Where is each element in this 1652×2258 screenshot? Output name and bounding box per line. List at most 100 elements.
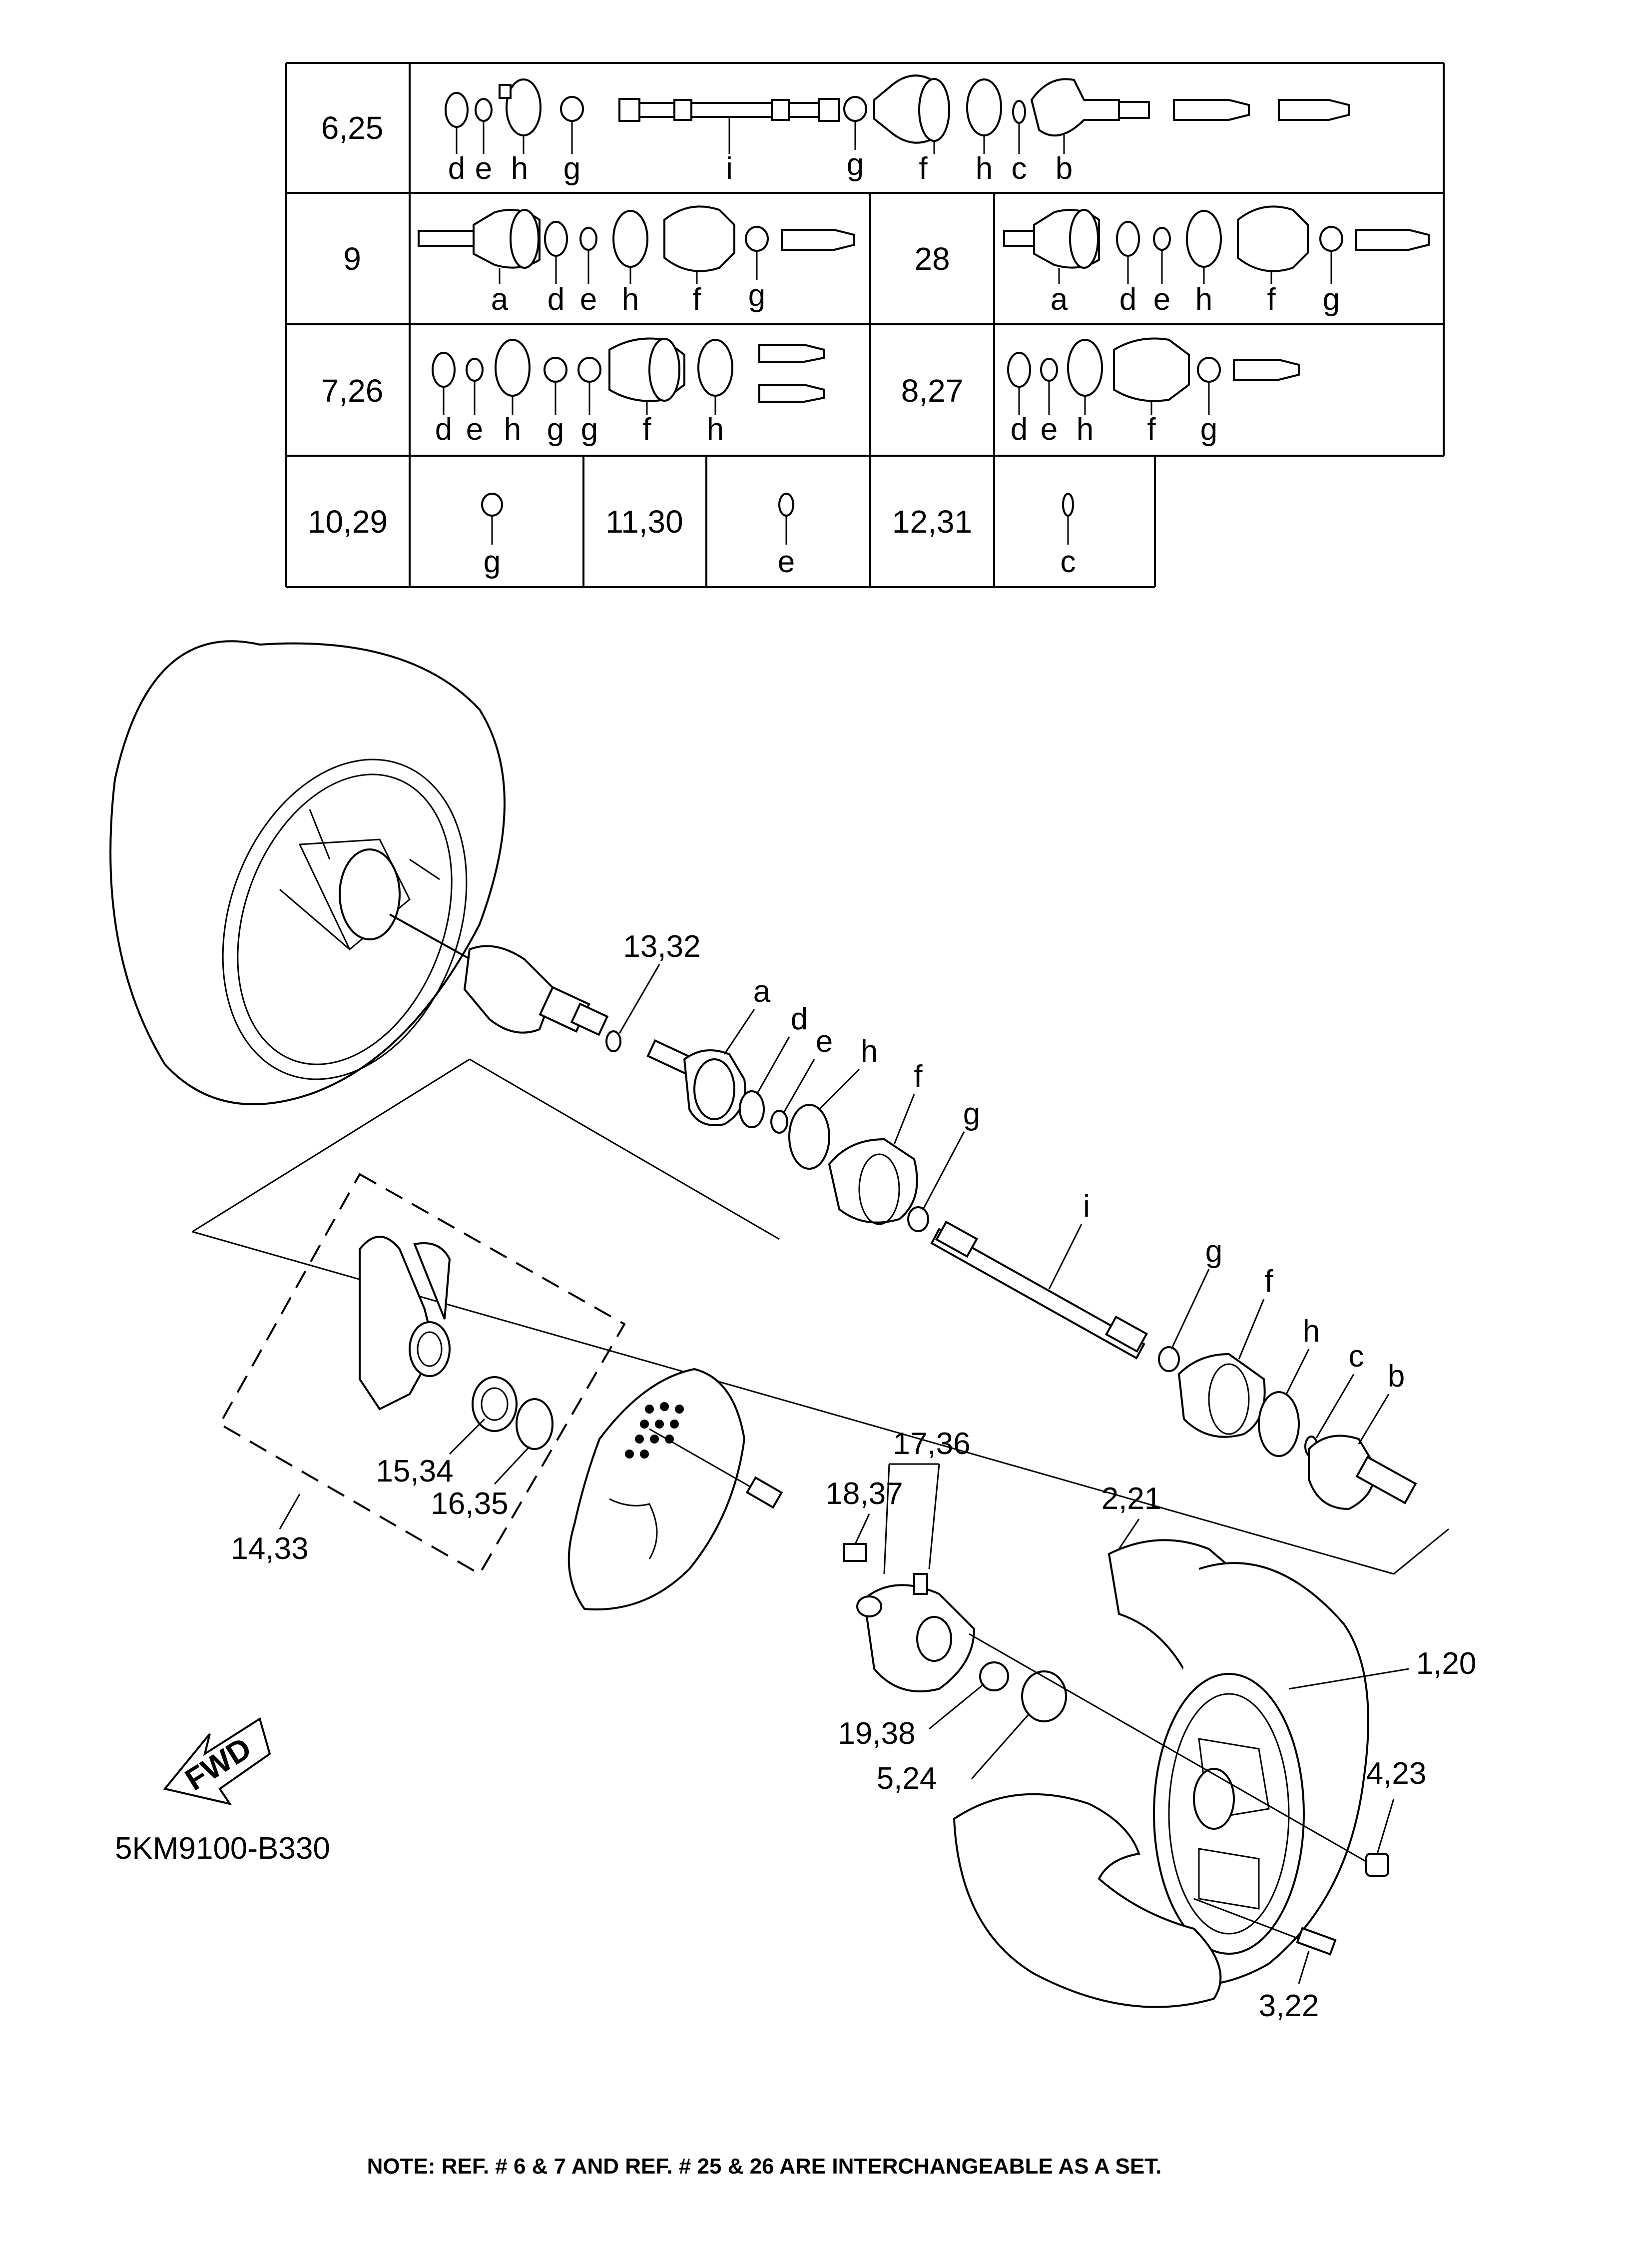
circlip-e [770,1110,788,1134]
row6-letter: g [484,545,501,579]
callout-3-22: 3,22 [1259,1989,1319,2023]
row-8-27-parts [1007,337,1300,402]
row-8-27-letters: d e h f g [1011,381,1217,447]
row5-letter: d [1011,412,1028,447]
row3-letter: e [1153,282,1170,317]
inner-cv-joint-a [646,1039,746,1126]
ring-d [739,1090,765,1128]
row3-letter: a [1051,282,1068,317]
table-ref-12-31: 12,31 [892,504,972,540]
outer-cv-joint-b [1308,1435,1417,1510]
row2-letter: g [748,278,765,313]
table-ref-7-26: 7,26 [321,373,384,409]
row-28-letters: a d e h f g [1051,250,1340,317]
row7-letter: e [778,545,795,579]
table-ref-8-27: 8,27 [901,373,964,409]
band-g-outer [1158,1346,1180,1372]
table-ref-9: 9 [343,241,361,277]
callout-g: g [963,1097,980,1131]
drive-shaft-i [930,1220,1148,1360]
row2-letter: e [580,282,597,317]
row1-letter: i [726,151,733,186]
brake-disc [567,1368,783,1610]
row4-letter: g [581,412,598,447]
table-ref-28: 28 [914,241,950,277]
callout-1-20: 1,20 [1416,1646,1477,1681]
diagram-code: 5KM9100-B330 [115,1831,330,1866]
row1-letter: h [976,151,993,186]
parts-kit-table: 6,25 9 28 7,26 8,27 10,29 11,30 12,31 [285,62,1445,588]
row1-letter: d [448,151,465,186]
row5-letter: h [1077,412,1094,447]
row1-letter: e [475,151,492,186]
callout-16-35: 16,35 [431,1487,508,1521]
row1-letter: c [1012,151,1027,186]
row-7-26-parts [432,337,825,403]
row4-letter: h [504,412,521,447]
fwd-arrow-icon: FWD [163,1717,271,1806]
callout-4-23: 4,23 [1366,1756,1427,1791]
table-ref-6-25: 6,25 [321,110,384,146]
row5-letter: f [1147,412,1156,447]
interchangeable-note: NOTE: REF. # 6 & 7 AND REF. # 25 & 26 AR… [367,2154,1162,2179]
row1-letter: b [1056,151,1073,186]
callout-f: f [914,1059,923,1094]
rear-wheel-assembly-right [953,1539,1369,2008]
callout-5-24: 5,24 [877,1761,937,1796]
row-9-letters: a d e h f g [491,250,765,317]
knuckle-assembly-box [218,1173,626,1575]
callout-17-36: 17,36 [893,1427,970,1461]
row-6-25-letters: d e h g i g f h c b [448,117,1073,186]
valve-stem-3-22 [1193,1898,1337,1956]
row4-letter: f [642,412,651,447]
row3-letter: f [1267,282,1276,317]
row4-letter: h [707,412,724,447]
row5-letter: e [1041,412,1058,447]
row2-letter: a [491,282,509,317]
row-7-26-letters: d e h g g f h [435,381,724,447]
table-ref-11-30: 11,30 [605,504,683,540]
row8-letter: c [1061,545,1076,579]
callout-i: i [1083,1189,1090,1224]
nut-4-23 [1365,1853,1389,1877]
callout-e: e [816,1024,833,1059]
callout-g-outer: g [1205,1234,1222,1269]
band-h [788,1104,830,1170]
row4-letter: d [435,412,452,447]
row3-letter: h [1195,282,1212,317]
circlip-13-32 [605,1030,621,1052]
callout-c: c [1349,1339,1364,1374]
row-6-25-parts [445,74,1350,144]
row1-letter: h [511,151,528,186]
callout-18-37: 18,37 [825,1477,903,1511]
hub-flange [856,1573,976,1692]
row4-letter: g [547,412,564,447]
row3-letter: g [1323,282,1340,317]
callout-h-outer: h [1303,1314,1320,1349]
row2-letter: h [622,282,639,317]
callout-15-34: 15,34 [376,1454,453,1489]
nut-19-38 [979,1661,1009,1691]
callout-2-21: 2,21 [1101,1482,1162,1516]
row-28-parts [1003,205,1430,272]
row-9-parts [418,205,855,272]
row2-letter: d [548,282,564,317]
callout-14-33: 14,33 [231,1531,308,1566]
callout-19-38: 19,38 [838,1716,915,1751]
band-g [907,1206,929,1232]
row2-letter: f [692,282,701,317]
row1-letter: f [919,151,928,186]
row3-letter: d [1119,282,1136,317]
table-ref-10-29: 10,29 [308,504,388,540]
row-small-parts: g e c [481,493,1076,579]
row1-letter: g [563,151,580,186]
row4-letter: e [466,412,483,447]
callout-f-outer: f [1264,1264,1273,1299]
row5-letter: g [1200,412,1217,447]
band-h-outer [1258,1391,1300,1457]
callout-a: a [753,974,771,1009]
boot-f [828,1138,918,1224]
callout-b: b [1388,1359,1405,1394]
row1-letter: g [847,147,864,182]
callout-d: d [791,1002,808,1036]
